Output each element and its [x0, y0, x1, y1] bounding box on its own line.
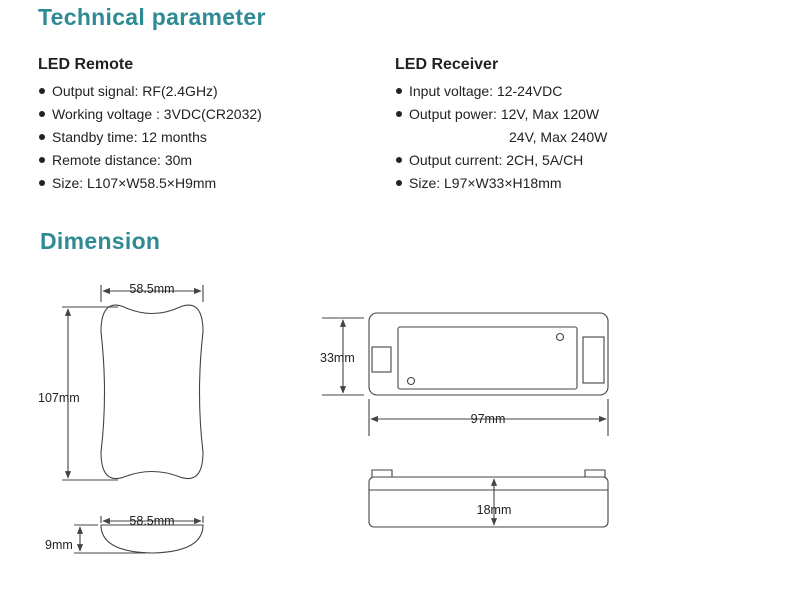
- dimension-title: Dimension: [40, 228, 161, 254]
- receiver-output-power-24v: 24V, Max 240W: [509, 129, 608, 145]
- receiver-left-connector: [371, 346, 392, 373]
- led-receiver-heading: LED Receiver: [395, 56, 499, 73]
- led-remote-specs: LED Remote Output signal: RF(2.4GHz) Wor…: [38, 56, 262, 195]
- receiver-mount-hole: [406, 376, 416, 386]
- receiver-length-label: 97mm: [471, 412, 506, 426]
- remote-top-outline: [100, 304, 204, 479]
- receiver-led-hole: [555, 332, 565, 342]
- remote-output-signal: Output signal: RF(2.4GHz): [38, 80, 262, 103]
- receiver-output-power: Output power: 12V, Max 120W 24V, Max 240W: [395, 103, 607, 149]
- receiver-input-voltage: Input voltage: 12-24VDC: [395, 80, 607, 103]
- remote-size: Size: L107×W58.5×H9mm: [38, 172, 262, 195]
- receiver-width-label: 33mm: [320, 351, 355, 365]
- remote-side-outline: [100, 524, 204, 554]
- receiver-side-cap-right: [584, 469, 606, 477]
- remote-width-label: 58.5mm: [129, 282, 174, 296]
- remote-side-width-label: 58.5mm: [129, 514, 174, 528]
- receiver-cover-panel: [397, 326, 578, 390]
- receiver-output-current: Output current: 2CH, 5A/CH: [395, 149, 607, 172]
- receiver-side-cap-left: [371, 469, 393, 477]
- remote-distance: Remote distance: 30m: [38, 149, 262, 172]
- remote-working-voltage: Working voltage : 3VDC(CR2032): [38, 103, 262, 126]
- receiver-top-outline: [368, 312, 609, 396]
- led-receiver-specs: LED Receiver Input voltage: 12-24VDC Out…: [395, 56, 607, 195]
- receiver-output-power-12v: Output power: 12V, Max 120W: [409, 106, 600, 122]
- receiver-right-connector: [582, 336, 605, 384]
- remote-length-label: 107mm: [38, 391, 80, 405]
- receiver-size: Size: L97×W33×H18mm: [395, 172, 607, 195]
- remote-height-label: 9mm: [45, 538, 73, 552]
- receiver-side-outline: [368, 476, 609, 528]
- remote-standby-time: Standby time: 12 months: [38, 126, 262, 149]
- page-title: Technical parameter: [38, 4, 266, 30]
- led-remote-heading: LED Remote: [38, 56, 134, 73]
- receiver-height-label: 18mm: [477, 503, 512, 517]
